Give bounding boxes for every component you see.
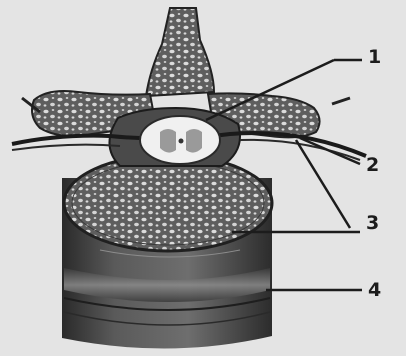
spinal-cord: [140, 116, 220, 164]
callout-label-4: 4: [368, 281, 381, 300]
callout-label-2: 2: [366, 156, 379, 175]
callout-label-3: 3: [366, 214, 379, 233]
callout-label-1: 1: [368, 48, 381, 67]
vertebral-body-surface: [64, 155, 272, 251]
